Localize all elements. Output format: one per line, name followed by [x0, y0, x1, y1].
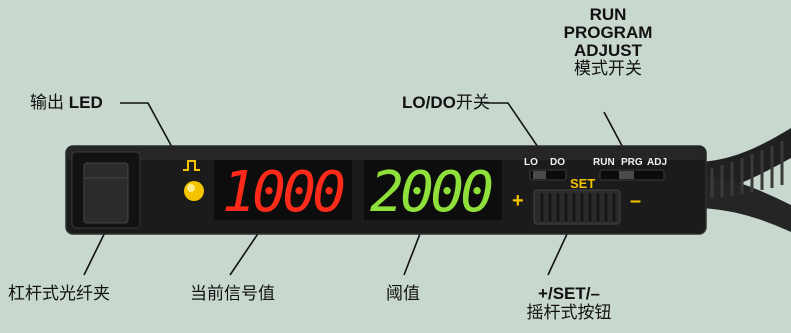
current-value-display: 1000	[222, 160, 346, 225]
callout-lodo-bold: LO/DO	[402, 93, 456, 112]
switch-label-do: DO	[550, 157, 565, 168]
output-led	[183, 160, 204, 201]
callout-current-value: 当前信号值	[190, 284, 275, 303]
plus-symbol: +	[512, 190, 524, 212]
callout-rocker: +/SET/– 摇杆式按钮	[514, 284, 624, 322]
mode-label-run: RUN	[593, 157, 615, 168]
callout-output-led-prefix: 输出	[30, 93, 69, 112]
callout-output-led-bold: LED	[68, 93, 103, 112]
mode-line-run: RUN	[589, 5, 627, 24]
rocker-button[interactable]: + SET –	[512, 176, 641, 225]
callout-lever-clamp: 杠杆式光纤夹	[8, 284, 110, 303]
mode-label-adj: ADJ	[647, 157, 667, 168]
rocker-line-symbol: +/SET/–	[538, 284, 600, 303]
switch-label-lo: LO	[524, 157, 538, 168]
fiber-cable	[700, 128, 791, 232]
rocker-caption: 摇杆式按钮	[526, 303, 612, 322]
mode-line-adjust: ADJUST	[573, 41, 642, 60]
threshold-window	[364, 160, 502, 220]
lodo-switch[interactable]: LO DO	[524, 157, 567, 181]
callout-lodo-suffix: 开关	[455, 93, 490, 112]
callout-lodo-switch: LO/DO开关	[402, 93, 490, 112]
mode-caption: 模式开关	[574, 59, 642, 78]
minus-symbol: –	[630, 190, 641, 212]
pulse-icon	[183, 160, 200, 171]
callout-threshold: 阈值	[386, 284, 420, 303]
callout-output-led: 输出 LED	[30, 93, 103, 112]
mode-label-prg: PRG	[621, 157, 643, 168]
mode-switch[interactable]: RUN PRG ADJ	[593, 157, 667, 181]
current-value-window	[214, 160, 352, 220]
lever-clamp[interactable]	[71, 151, 141, 229]
leader-lodo-switch	[484, 102, 541, 151]
mode-line-program: PROGRAM	[563, 23, 653, 42]
threshold-display: 2000	[370, 160, 494, 225]
set-symbol: SET	[570, 176, 595, 191]
callout-mode-switch: RUN PROGRAM ADJUST 模式开关	[560, 6, 656, 78]
